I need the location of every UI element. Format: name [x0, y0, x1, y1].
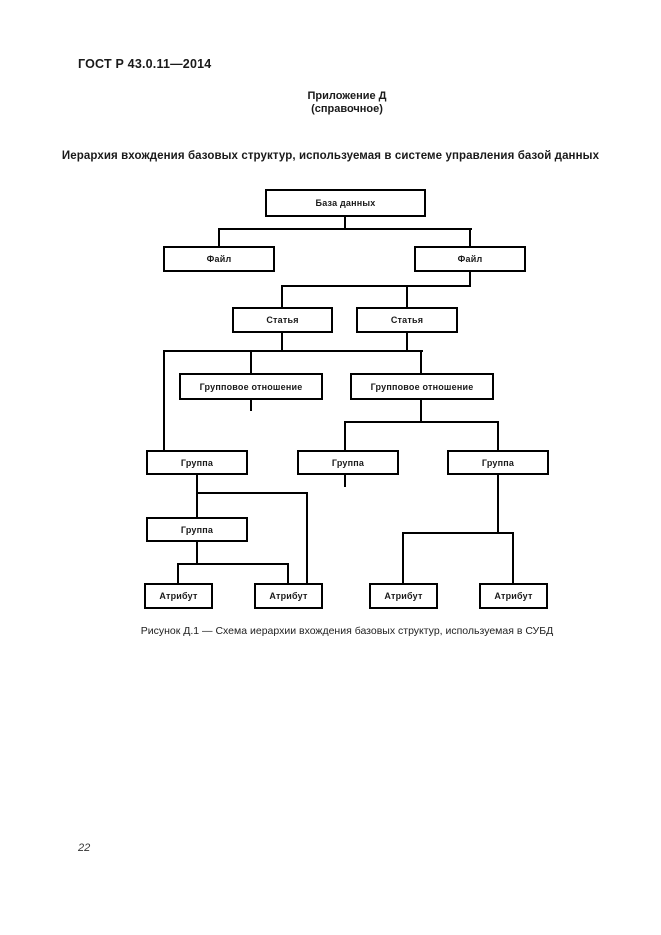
connector-line [163, 350, 423, 352]
diagram-node-label: Статья [266, 315, 299, 325]
diagram-node-label: Файл [457, 254, 483, 264]
diagram-node-article-2: Статья [356, 307, 458, 333]
diagram-node-group-relation-2: Групповое отношение [350, 373, 494, 400]
diagram-node-label: Атрибут [159, 591, 198, 601]
diagram-node-label: База данных [315, 198, 376, 208]
connector-line [497, 421, 499, 450]
connector-line [497, 475, 499, 534]
connector-line [469, 272, 471, 287]
diagram-node-attribute-2: Атрибут [254, 583, 323, 609]
diagram-node-label: Файл [206, 254, 232, 264]
connector-line [196, 492, 308, 494]
diagram-node-label: Групповое отношение [370, 381, 474, 392]
diagram-node-group-3: Группа [447, 450, 549, 475]
connector-line [281, 285, 471, 287]
connector-line [344, 421, 346, 450]
standard-number-header: ГОСТ Р 43.0.11—2014 [78, 57, 212, 71]
diagram-node-database: База данных [265, 189, 426, 217]
connector-line [177, 563, 179, 583]
connector-line [406, 333, 408, 352]
connector-line [196, 542, 198, 565]
figure-caption: Рисунок Д.1 — Схема иерархии вхождения б… [140, 625, 554, 637]
section-title: Иерархия вхождения базовых структур, исп… [61, 150, 600, 162]
diagram-node-attribute-3: Атрибут [369, 583, 438, 609]
connector-line [512, 532, 514, 583]
connector-line [287, 563, 289, 583]
appendix-label: Приложение Д [307, 90, 387, 102]
connector-line [344, 217, 346, 230]
connector-line [177, 563, 289, 565]
diagram-node-label: Группа [481, 457, 515, 468]
diagram-node-file-2: Файл [414, 246, 526, 272]
diagram-node-label: Группа [180, 524, 214, 535]
diagram-node-label: Атрибут [269, 591, 308, 601]
diagram-node-file-1: Файл [163, 246, 275, 272]
diagram-node-label: Статья [390, 315, 424, 325]
connector-line [163, 350, 165, 450]
diagram-node-label: Атрибут [384, 591, 423, 601]
connector-line [250, 350, 252, 373]
connector-line [402, 532, 404, 583]
connector-line [281, 285, 283, 307]
diagram-node-label: Группа [180, 457, 214, 468]
connector-line [218, 228, 472, 230]
connector-line [218, 228, 220, 246]
appendix-heading: Приложение Д (справочное) [78, 90, 616, 116]
appendix-type: (справочное) [311, 103, 383, 115]
connector-line [196, 475, 198, 494]
diagram-node-attribute-4: Атрибут [479, 583, 548, 609]
diagram-node-label: Атрибут [494, 591, 533, 601]
diagram-node-label: Групповое отношение [199, 381, 303, 392]
connector-line [402, 532, 514, 534]
diagram-node-group-4: Группа [146, 517, 248, 542]
connector-line [196, 492, 198, 517]
diagram-node-group-relation-1: Групповое отношение [179, 373, 323, 400]
diagram-node-article-1: Статья [232, 307, 333, 333]
connector-line [469, 228, 471, 246]
connector-line [420, 400, 422, 423]
diagram-node-label: Группа [331, 457, 365, 468]
connector-line [250, 400, 252, 411]
page-number: 22 [78, 842, 91, 854]
connector-line [281, 333, 283, 352]
diagram-node-group-2: Группа [297, 450, 399, 475]
connector-line [406, 285, 408, 307]
diagram-node-attribute-1: Атрибут [144, 583, 213, 609]
diagram-node-group-1: Группа [146, 450, 248, 475]
connector-line [344, 421, 499, 423]
connector-line [420, 350, 422, 373]
connector-line [306, 492, 308, 583]
connector-line [344, 475, 346, 487]
